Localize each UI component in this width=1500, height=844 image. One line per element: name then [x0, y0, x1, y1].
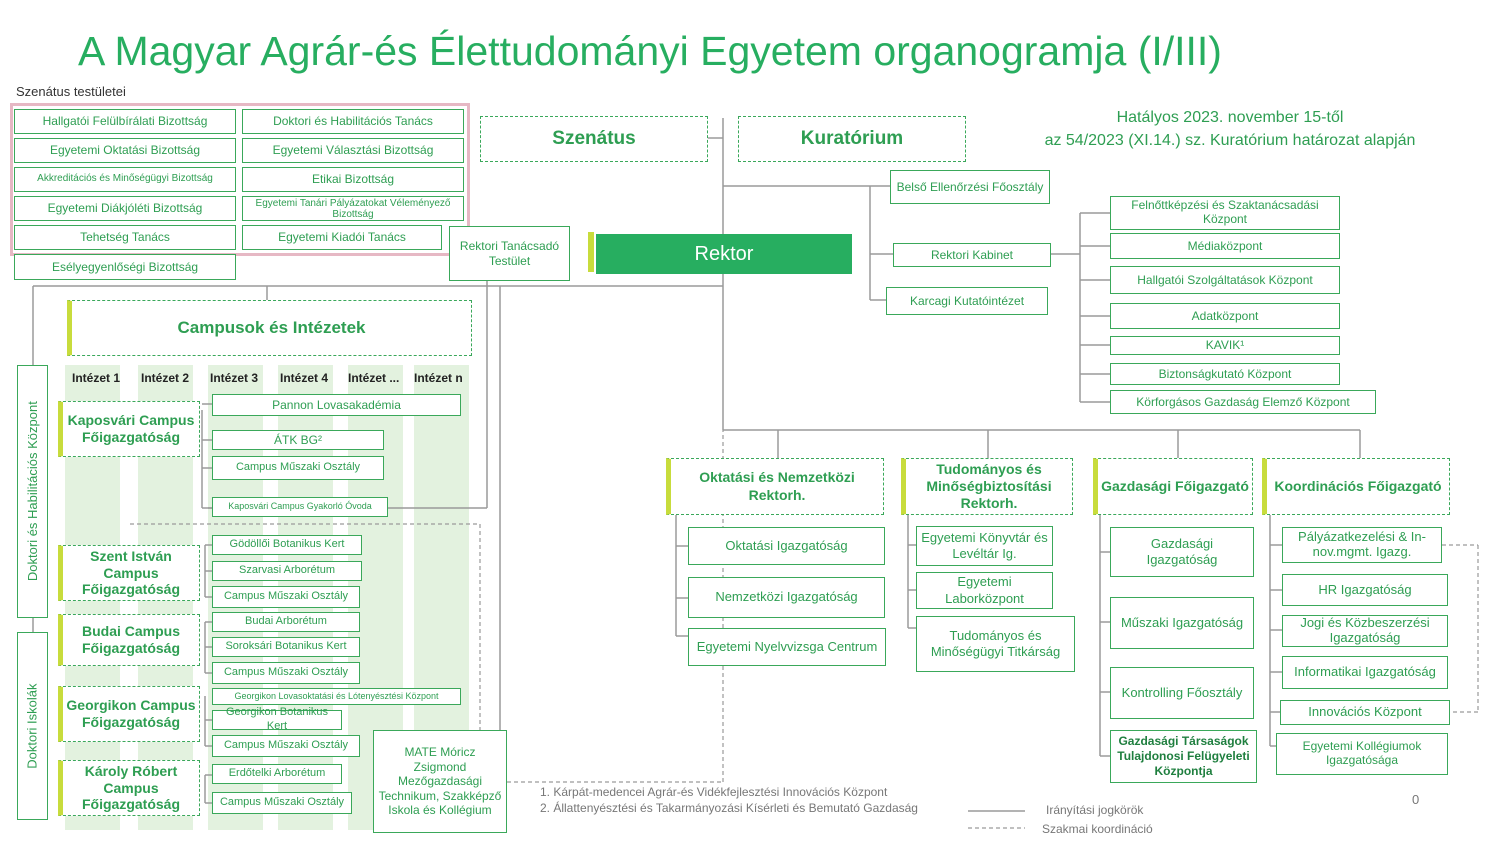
- directorate: Tudományos és Minőségügyi Titkárság: [916, 616, 1075, 672]
- institute-label: Intézet 4: [280, 371, 329, 385]
- campus-box: Károly Róbert Campus Főigazgatóság: [58, 760, 200, 816]
- legend-solid: Irányítási jogkörök: [1046, 803, 1144, 817]
- rector-unit: Belső Ellenőrzési Főosztály: [890, 170, 1050, 204]
- directorate: Műszaki Igazgatóság: [1110, 597, 1254, 649]
- campus-unit: Erdőtelki Arborétum: [212, 764, 342, 784]
- rector-unit: Rektori Kabinet: [893, 243, 1051, 267]
- directorate: HR Igazgatóság: [1282, 574, 1448, 606]
- footnote: 2. Állattenyésztési és Takarmányozási Kí…: [540, 801, 918, 816]
- campus-unit: Campus Műszaki Osztály: [212, 792, 352, 814]
- senate-body: Doktori és Habilitációs Tanács: [242, 109, 464, 134]
- rector-unit: Karcagi Kutatóintézet: [886, 287, 1048, 315]
- page-number: 0: [1412, 792, 1420, 807]
- institute-label: Intézet 1: [72, 371, 121, 385]
- institute-label: Intézet n: [414, 371, 463, 385]
- cabinet-unit: Biztonságkutató Központ: [1110, 363, 1340, 385]
- directorate: Kontrolling Főosztály: [1110, 667, 1254, 719]
- campus-unit: Pannon Lovasakadémia: [212, 394, 461, 416]
- institute-label: Intézet ...: [348, 371, 400, 385]
- vice-rector-box: Oktatási és Nemzetközi Rektorh.: [666, 458, 884, 515]
- campus-unit: Campus Műszaki Osztály: [212, 735, 360, 757]
- campus-unit: Kaposvári Campus Gyakorló Óvoda: [212, 497, 388, 517]
- cabinet-unit: Adatközpont: [1110, 303, 1340, 329]
- campus-unit: Gödöllői Botanikus Kert: [212, 535, 362, 555]
- mate-school: MATE Móricz Zsigmond Mezőgazdasági Techn…: [373, 730, 507, 833]
- campus-unit: Campus Műszaki Osztály: [212, 662, 360, 684]
- cabinet-unit: Körforgásos Gazdaság Elemző Központ: [1110, 390, 1376, 414]
- board-box: Kuratórium: [738, 116, 966, 162]
- senate-body: Egyetemi Választási Bizottság: [242, 138, 464, 163]
- campus-unit: ÁTK BG²: [212, 430, 384, 450]
- directorate: Nemzetközi Igazgatóság: [688, 577, 885, 618]
- effective-date: Hatályos 2023. november 15-től az 54/202…: [1000, 106, 1460, 152]
- senate-body: Hallgatói Felülbírálati Bizottság: [14, 109, 236, 134]
- cabinet-unit: KAVIK¹: [1110, 336, 1340, 355]
- directorate: Informatikai Igazgatóság: [1282, 656, 1448, 689]
- campus-box: Szent István Campus Főigazgatóság: [58, 545, 200, 601]
- effective-line-2: az 54/2023 (XI.14.) sz. Kuratórium határ…: [1044, 132, 1416, 150]
- senate-bodies-label: Szenátus testületei: [16, 84, 126, 99]
- directorate: Innovációs Központ: [1280, 700, 1450, 725]
- vice-rector-box: Koordinációs Főigazgató: [1262, 458, 1450, 515]
- senate-body: Etikai Bizottság: [242, 167, 464, 192]
- cabinet-unit: Felnőttképzési és Szaktanácsadási Közpon…: [1110, 196, 1340, 230]
- senate-body: Akkreditációs és Minőségügyi Bizottság: [14, 167, 236, 192]
- institute-label: Intézet 3: [210, 371, 259, 385]
- advisory-board: Rektori Tanácsadó Testület: [449, 226, 570, 281]
- directorate: Egyetemi Laborközpont: [916, 572, 1053, 609]
- page-title: A Magyar Agrár-és Élettudományi Egyetem …: [78, 28, 1222, 74]
- campus-box: Georgikon Campus Főigazgatóság: [58, 686, 200, 742]
- vice-rector-box: Tudományos és Minőségbiztosítási Rektorh…: [901, 458, 1073, 515]
- effective-line-1: Hatályos 2023. november 15-től: [1116, 109, 1344, 126]
- directorate: Oktatási Igazgatóság: [688, 527, 885, 565]
- legend-dashed: Szakmai koordináció: [1042, 822, 1153, 836]
- directorate: Gazdasági Társaságok Tulajdonosi Felügye…: [1110, 730, 1257, 783]
- campus-unit: Campus Műszaki Osztály: [212, 586, 360, 608]
- directorate: Pályázatkezelési & In-nov.mgmt. Igazg.: [1282, 527, 1442, 563]
- senate-body: Egyetemi Kiadói Tanács: [242, 225, 442, 250]
- campus-unit: Soroksári Botanikus Kert: [212, 637, 360, 657]
- cabinet-unit: Hallgatói Szolgáltatások Központ: [1110, 266, 1340, 294]
- senate-box: Szenátus: [480, 116, 708, 162]
- senate-body: Egyetemi Tanári Pályázatokat Véleményező…: [242, 196, 464, 221]
- footnote: 1. Kárpát-medencei Agrár-és Vidékfejlesz…: [540, 785, 888, 799]
- campus-unit: Campus Műszaki Osztály: [212, 456, 384, 480]
- cabinet-unit: Médiaközpont: [1110, 233, 1340, 259]
- rector-accent: [588, 232, 594, 272]
- campus-unit: Szarvasi Arborétum: [212, 561, 362, 581]
- campuses-header: Campusok és Intézetek: [67, 300, 472, 356]
- directorate: Egyetemi Nyelvvizsga Centrum: [688, 628, 886, 666]
- campus-unit: Georgikon Lovasoktatási és Lótenyésztési…: [212, 688, 461, 705]
- directorate: Egyetemi Könyvtár és Levéltár Ig.: [916, 526, 1053, 566]
- doctoral-schools: Doktori Iskolák: [17, 632, 48, 820]
- directorate: Egyetemi Kollégiumok Igazgatósága: [1276, 733, 1448, 775]
- senate-body: Tehetség Tanács: [14, 225, 236, 250]
- footnotes: 1. Kárpát-medencei Agrár-és Vidékfejlesz…: [540, 784, 965, 816]
- campus-unit: Georgikon Botanikus Kert: [212, 706, 342, 732]
- campus-box: Budai Campus Főigazgatóság: [58, 614, 200, 666]
- senate-body: Esélyegyenlőségi Bizottság: [14, 254, 236, 280]
- campus-unit: Budai Arborétum: [212, 612, 360, 632]
- rector-box: Rektor: [596, 234, 852, 274]
- directorate: Gazdasági Igazgatóság: [1110, 527, 1254, 577]
- vice-rector-box: Gazdasági Főigazgató: [1093, 458, 1253, 515]
- institute-label: Intézet 2: [141, 371, 190, 385]
- senate-body: Egyetemi Oktatási Bizottság: [14, 138, 236, 163]
- senate-body: Egyetemi Diákjóléti Bizottság: [14, 196, 236, 221]
- campus-box: Kaposvári Campus Főigazgatóság: [58, 401, 200, 457]
- directorate: Jogi és Közbeszerzési Igazgatóság: [1282, 615, 1448, 647]
- doctoral-center: Doktori és Habilitációs Központ: [17, 365, 48, 618]
